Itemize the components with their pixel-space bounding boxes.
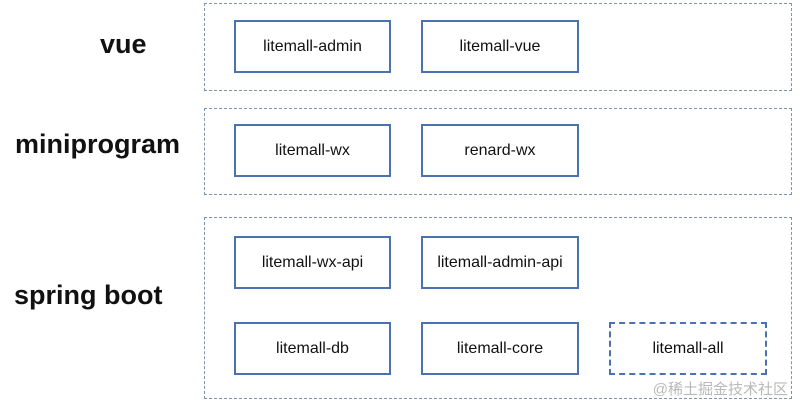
layer-container-spring-boot — [204, 217, 792, 399]
module-litemall-vue: litemall-vue — [421, 20, 579, 73]
module-litemall-wx-api: litemall-wx-api — [234, 236, 391, 289]
layer-label-miniprogram: miniprogram — [15, 129, 181, 159]
module-litemall-all: litemall-all — [609, 322, 767, 375]
layer-label-vue: vue — [100, 29, 147, 59]
layer-label-spring-boot: spring boot — [14, 280, 163, 310]
watermark-text: @稀土掘金技术社区 — [652, 381, 788, 398]
module-litemall-wx: litemall-wx — [234, 124, 391, 177]
layer-container-vue — [204, 3, 792, 91]
module-litemall-db: litemall-db — [234, 322, 391, 375]
module-litemall-admin: litemall-admin — [234, 20, 391, 73]
module-litemall-core: litemall-core — [421, 322, 579, 375]
module-renard-wx: renard-wx — [421, 124, 579, 177]
module-litemall-admin-api: litemall-admin-api — [421, 236, 579, 289]
layer-container-miniprogram — [204, 108, 792, 195]
